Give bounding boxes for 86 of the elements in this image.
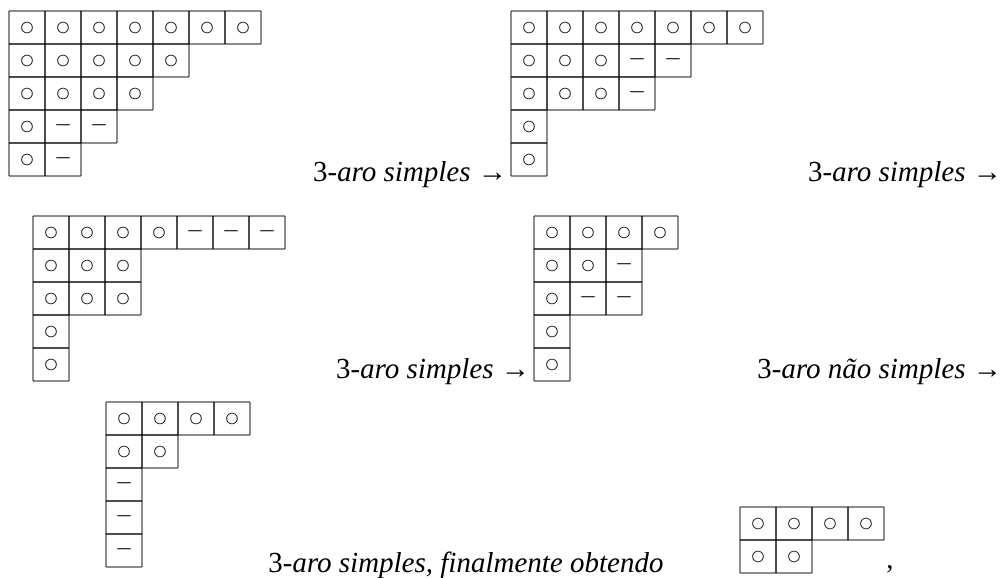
- diagram-cell: ○: [44, 76, 82, 111]
- diagram-cell: ○: [44, 43, 82, 78]
- diagram-cell: ○: [116, 10, 154, 45]
- diagram-cell: ○: [8, 43, 46, 78]
- diagram-cell: ○: [641, 215, 679, 250]
- diagram-cell: ○: [8, 109, 46, 144]
- diagram-cell: —: [80, 109, 118, 144]
- diagram-cell: —: [618, 76, 656, 111]
- diagram-cell: ○: [582, 76, 620, 111]
- diagram-cell: ○: [141, 401, 179, 436]
- diagram-cell: ○: [188, 10, 226, 45]
- diagram-cell: ○: [533, 314, 571, 349]
- diagram-cell: ○: [533, 248, 571, 283]
- diagram-cell: ○: [811, 506, 849, 541]
- diagram-cell: ○: [546, 43, 584, 78]
- diagram-cell: ○: [605, 215, 643, 250]
- diagram-cell: ○: [104, 248, 142, 283]
- diagram-cell: ○: [104, 281, 142, 316]
- diagram-cell: —: [44, 109, 82, 144]
- diagram-cell: ○: [68, 215, 106, 250]
- diagram-cell: ○: [546, 10, 584, 45]
- diagram-cell: ○: [177, 401, 215, 436]
- diagram-cell: ○: [32, 347, 70, 382]
- diagram-cell: ○: [510, 10, 548, 45]
- diagram-cell: —: [212, 215, 250, 250]
- diagram-cell: ○: [44, 10, 82, 45]
- diagram-cell: ○: [105, 401, 143, 436]
- diagram-cell: ○: [533, 215, 571, 250]
- diagram-cell: —: [105, 500, 143, 535]
- diagram-cell: ○: [80, 10, 118, 45]
- note-text: 3-aro simples →: [809, 160, 996, 188]
- diagram-cell: ○: [510, 142, 548, 177]
- diagram-cell: ○: [104, 215, 142, 250]
- diagram-cell: ○: [80, 43, 118, 78]
- diagram-cell: ○: [68, 248, 106, 283]
- diagram-cell: ○: [152, 43, 190, 78]
- diagram-cell: ○: [546, 76, 584, 111]
- diagram-cell: ○: [569, 215, 607, 250]
- diagram-cell: ○: [152, 10, 190, 45]
- diagram-cell: ○: [510, 109, 548, 144]
- diagram-cell: ○: [775, 539, 813, 574]
- diagram-cell: ○: [32, 248, 70, 283]
- note-text: 3-aro simples →: [337, 357, 524, 385]
- diagram-cell: ○: [726, 10, 764, 45]
- diagram-cell: ○: [213, 401, 251, 436]
- diagram-cell: —: [618, 43, 656, 78]
- diagram-cell: ○: [116, 43, 154, 78]
- note-text: 3-aro simples →: [314, 160, 501, 188]
- diagram-cell: —: [605, 281, 643, 316]
- diagram-cell: ○: [654, 10, 692, 45]
- note-text: 3-aro simples, finalmente obtendo: [269, 551, 663, 578]
- diagram-cell: ○: [80, 76, 118, 111]
- diagram-cell: ○: [690, 10, 728, 45]
- diagram-cell: ○: [32, 314, 70, 349]
- diagram-cell: ○: [739, 539, 777, 574]
- diagram-cell: ○: [533, 281, 571, 316]
- diagram-cell: ○: [224, 10, 262, 45]
- diagram-cell: ○: [105, 434, 143, 469]
- diagram-cell: ○: [8, 76, 46, 111]
- diagram-cell: ○: [32, 281, 70, 316]
- diagram-cell: ○: [618, 10, 656, 45]
- diagram-cell: —: [105, 533, 143, 568]
- diagram-cell: —: [105, 467, 143, 502]
- diagram-cell: ○: [510, 43, 548, 78]
- diagram-cell: ○: [533, 347, 571, 382]
- diagram-cell: ○: [140, 215, 178, 250]
- diagram-cell: ○: [8, 10, 46, 45]
- diagram-cell: —: [605, 248, 643, 283]
- diagram-cell: ○: [510, 76, 548, 111]
- diagram-cell: ○: [116, 76, 154, 111]
- diagram-cell: ○: [141, 434, 179, 469]
- diagram-cell: ○: [68, 281, 106, 316]
- diagram-cell: ○: [775, 506, 813, 541]
- diagram-cell: ○: [847, 506, 885, 541]
- diagram-cell: —: [176, 215, 214, 250]
- diagram-cell: —: [569, 281, 607, 316]
- diagram-cell: —: [654, 43, 692, 78]
- diagram-cell: —: [44, 142, 82, 177]
- diagram-cell: ○: [569, 248, 607, 283]
- diagram-cell: ○: [582, 10, 620, 45]
- note-text: 3-aro não simples →: [758, 357, 996, 385]
- diagram-cell: ○: [32, 215, 70, 250]
- diagram-cell: ○: [582, 43, 620, 78]
- diagram-cell: ○: [739, 506, 777, 541]
- diagram-cell: ○: [8, 142, 46, 177]
- diagram-cell: —: [248, 215, 286, 250]
